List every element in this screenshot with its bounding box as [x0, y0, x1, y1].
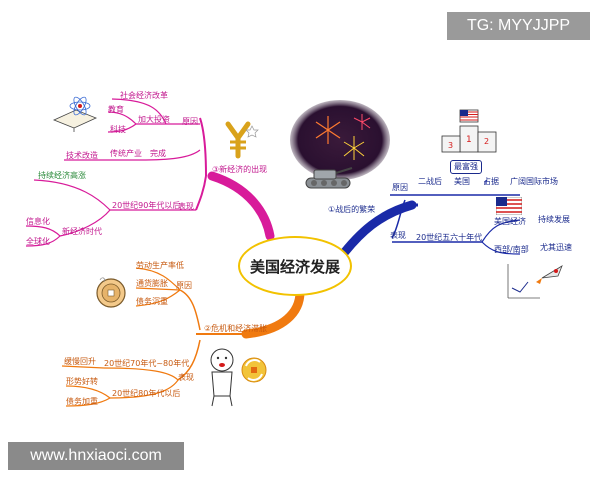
branch1-title: ①战后的繁荣 — [328, 205, 376, 214]
branch3-reason-label: 原因 — [176, 281, 192, 290]
branch1-performance-label: 表现 — [390, 231, 406, 240]
branch2-reason-item-6: 传统产业 — [110, 149, 142, 158]
branch3-performance-item-3: 形势好转 — [66, 377, 98, 386]
branch3-reason-item-1: 劳动生产率低 — [136, 261, 184, 270]
branch2-title: ③新经济的出现 — [212, 165, 268, 174]
watermark-bottom: www.hnxiaoci.com — [8, 442, 184, 470]
branch1-reason-label: 原因 — [392, 183, 408, 192]
branch1-performance-item-2: 持续发展 — [538, 215, 570, 224]
us-flag-icon — [496, 197, 522, 215]
branch2-reason-item-5: 技术改造 — [66, 151, 98, 160]
branch3-reason-item-3: 债务沉重 — [136, 297, 168, 306]
branch2-performance-period: 20世纪90年代以后 — [112, 201, 181, 210]
branch2-reason-item-7: 完成 — [150, 149, 166, 158]
book-atom-icon — [52, 96, 98, 132]
svg-text:3: 3 — [448, 141, 453, 150]
branch2-performance-item-2: 信息化 — [26, 217, 50, 226]
branch1-performance-period: 20世纪五六十年代 — [416, 233, 483, 242]
branch3-performance-item-4: 20世纪80年代以后 — [112, 389, 181, 398]
coin-icon — [96, 277, 126, 308]
branch3-performance-item-2: 20世纪70年代~80年代 — [104, 359, 190, 368]
fireworks-illustration — [290, 100, 390, 180]
branch2-reason-label: 原因 — [182, 117, 198, 126]
branch2-performance-item-1: 持续经济高涨 — [38, 171, 86, 180]
worried-person-icon — [210, 348, 267, 407]
branch3-performance-label: 表现 — [178, 373, 194, 382]
branch3-performance-item-1: 缓慢回升 — [64, 357, 96, 366]
central-topic: 美国经济发展 — [238, 236, 352, 296]
branch3-title: ②危机和经济滞胀 — [204, 324, 268, 333]
watermark-top: TG: MYYJJPP — [447, 12, 590, 40]
gold-yen-icon — [225, 121, 259, 159]
branch2-reason-item-3: 加大投资 — [138, 115, 170, 124]
branch1-reason-item-2: 美国 — [454, 177, 470, 186]
branch1-reason-badge: 最富强 — [450, 160, 482, 174]
svg-text:2: 2 — [484, 137, 489, 146]
svg-text:1: 1 — [466, 135, 472, 145]
branch2-performance-item-3: 全球化 — [26, 237, 50, 246]
tank-icon — [305, 167, 353, 189]
branch2-performance-item-4: 新经济时代 — [62, 227, 102, 236]
branch1-reason-item-3: 占据 — [483, 177, 499, 186]
branch2-reason-item-4: 科技 — [110, 125, 126, 134]
branch1-performance-item-4: 尤其迅速 — [540, 243, 572, 252]
branch2-reason-item-1: 社会经济改革 — [120, 91, 168, 100]
branch1-performance-item-3: 西部/南部 — [494, 245, 529, 254]
branch3-performance-item-5: 债务加重 — [66, 397, 98, 406]
branch1-reason-item-4: 广阔国际市场 — [510, 177, 558, 186]
branch3-reason-item-2: 通货膨胀 — [136, 279, 168, 288]
branch2-performance-label: 表现 — [178, 202, 194, 211]
branch1-performance-item-1: 美国经济 — [494, 217, 526, 226]
branch2-reason-item-2: 教育 — [108, 105, 124, 114]
podium-icon: 1 2 3 — [441, 109, 497, 153]
central-topic-label: 美国经济发展 — [249, 257, 340, 276]
branch1-reason-item-1: 二战后 — [418, 177, 442, 186]
rocket-chart-icon — [507, 264, 563, 299]
